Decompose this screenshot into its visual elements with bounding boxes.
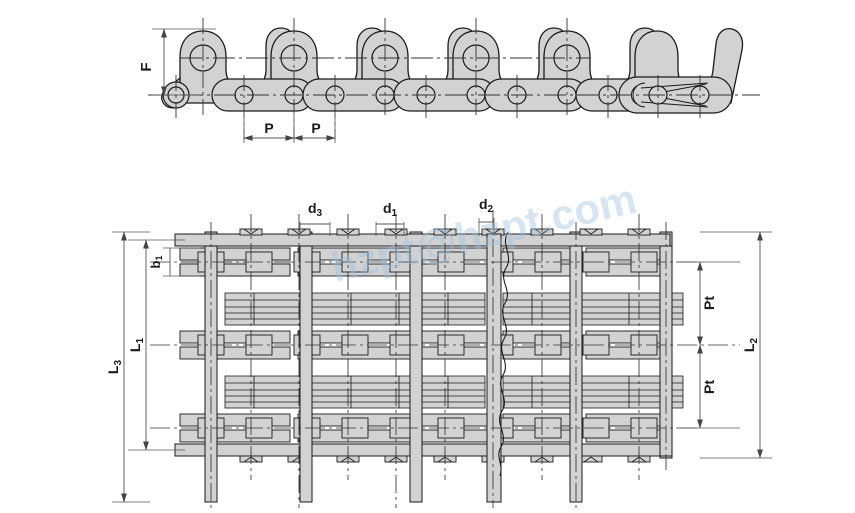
- dimension-d3: d3: [299, 200, 331, 236]
- dimension-L3: L3: [105, 231, 150, 503]
- dimension-L2: L2: [700, 231, 772, 459]
- dimension-L1: L1: [127, 239, 185, 451]
- dimension-Pt-lower: Pt: [676, 344, 740, 429]
- dimension-label-L1: L1: [127, 338, 146, 353]
- dimension-d1: d1: [375, 200, 405, 236]
- plan-view-break-line: [498, 231, 510, 477]
- plan-view-vertical-centerlines: [210, 210, 667, 508]
- dimension-label-b1: b1: [148, 256, 164, 269]
- dimension-label-Pt-lower: Pt: [701, 380, 717, 394]
- dimension-label-L3: L3: [105, 360, 124, 375]
- dimension-label-d1: d1: [383, 200, 398, 219]
- connecting-link-plate: [618, 76, 733, 114]
- plan-view: d3 d1 d2 b1: [105, 196, 772, 508]
- side-view: F P P: [138, 18, 760, 143]
- dimension-label-P-right: P: [311, 120, 320, 136]
- dimension-label-P-left: P: [264, 120, 273, 136]
- dimension-F: F: [138, 28, 216, 96]
- plan-view-stacked-strip: [224, 292, 684, 326]
- dimension-b1: b1: [148, 247, 200, 277]
- dimension-label-d2: d2: [479, 196, 494, 215]
- dimension-label-L2: L2: [741, 338, 760, 353]
- dimension-Pt-upper: Pt: [676, 261, 740, 346]
- dimension-P-right: P: [293, 112, 336, 143]
- dimension-label-Pt-upper: Pt: [701, 296, 717, 310]
- dimension-label-F: F: [138, 62, 155, 71]
- plan-view-stacked-strip: [224, 375, 684, 409]
- dimension-label-d3: d3: [308, 200, 323, 219]
- dimension-d2: d2: [478, 196, 495, 236]
